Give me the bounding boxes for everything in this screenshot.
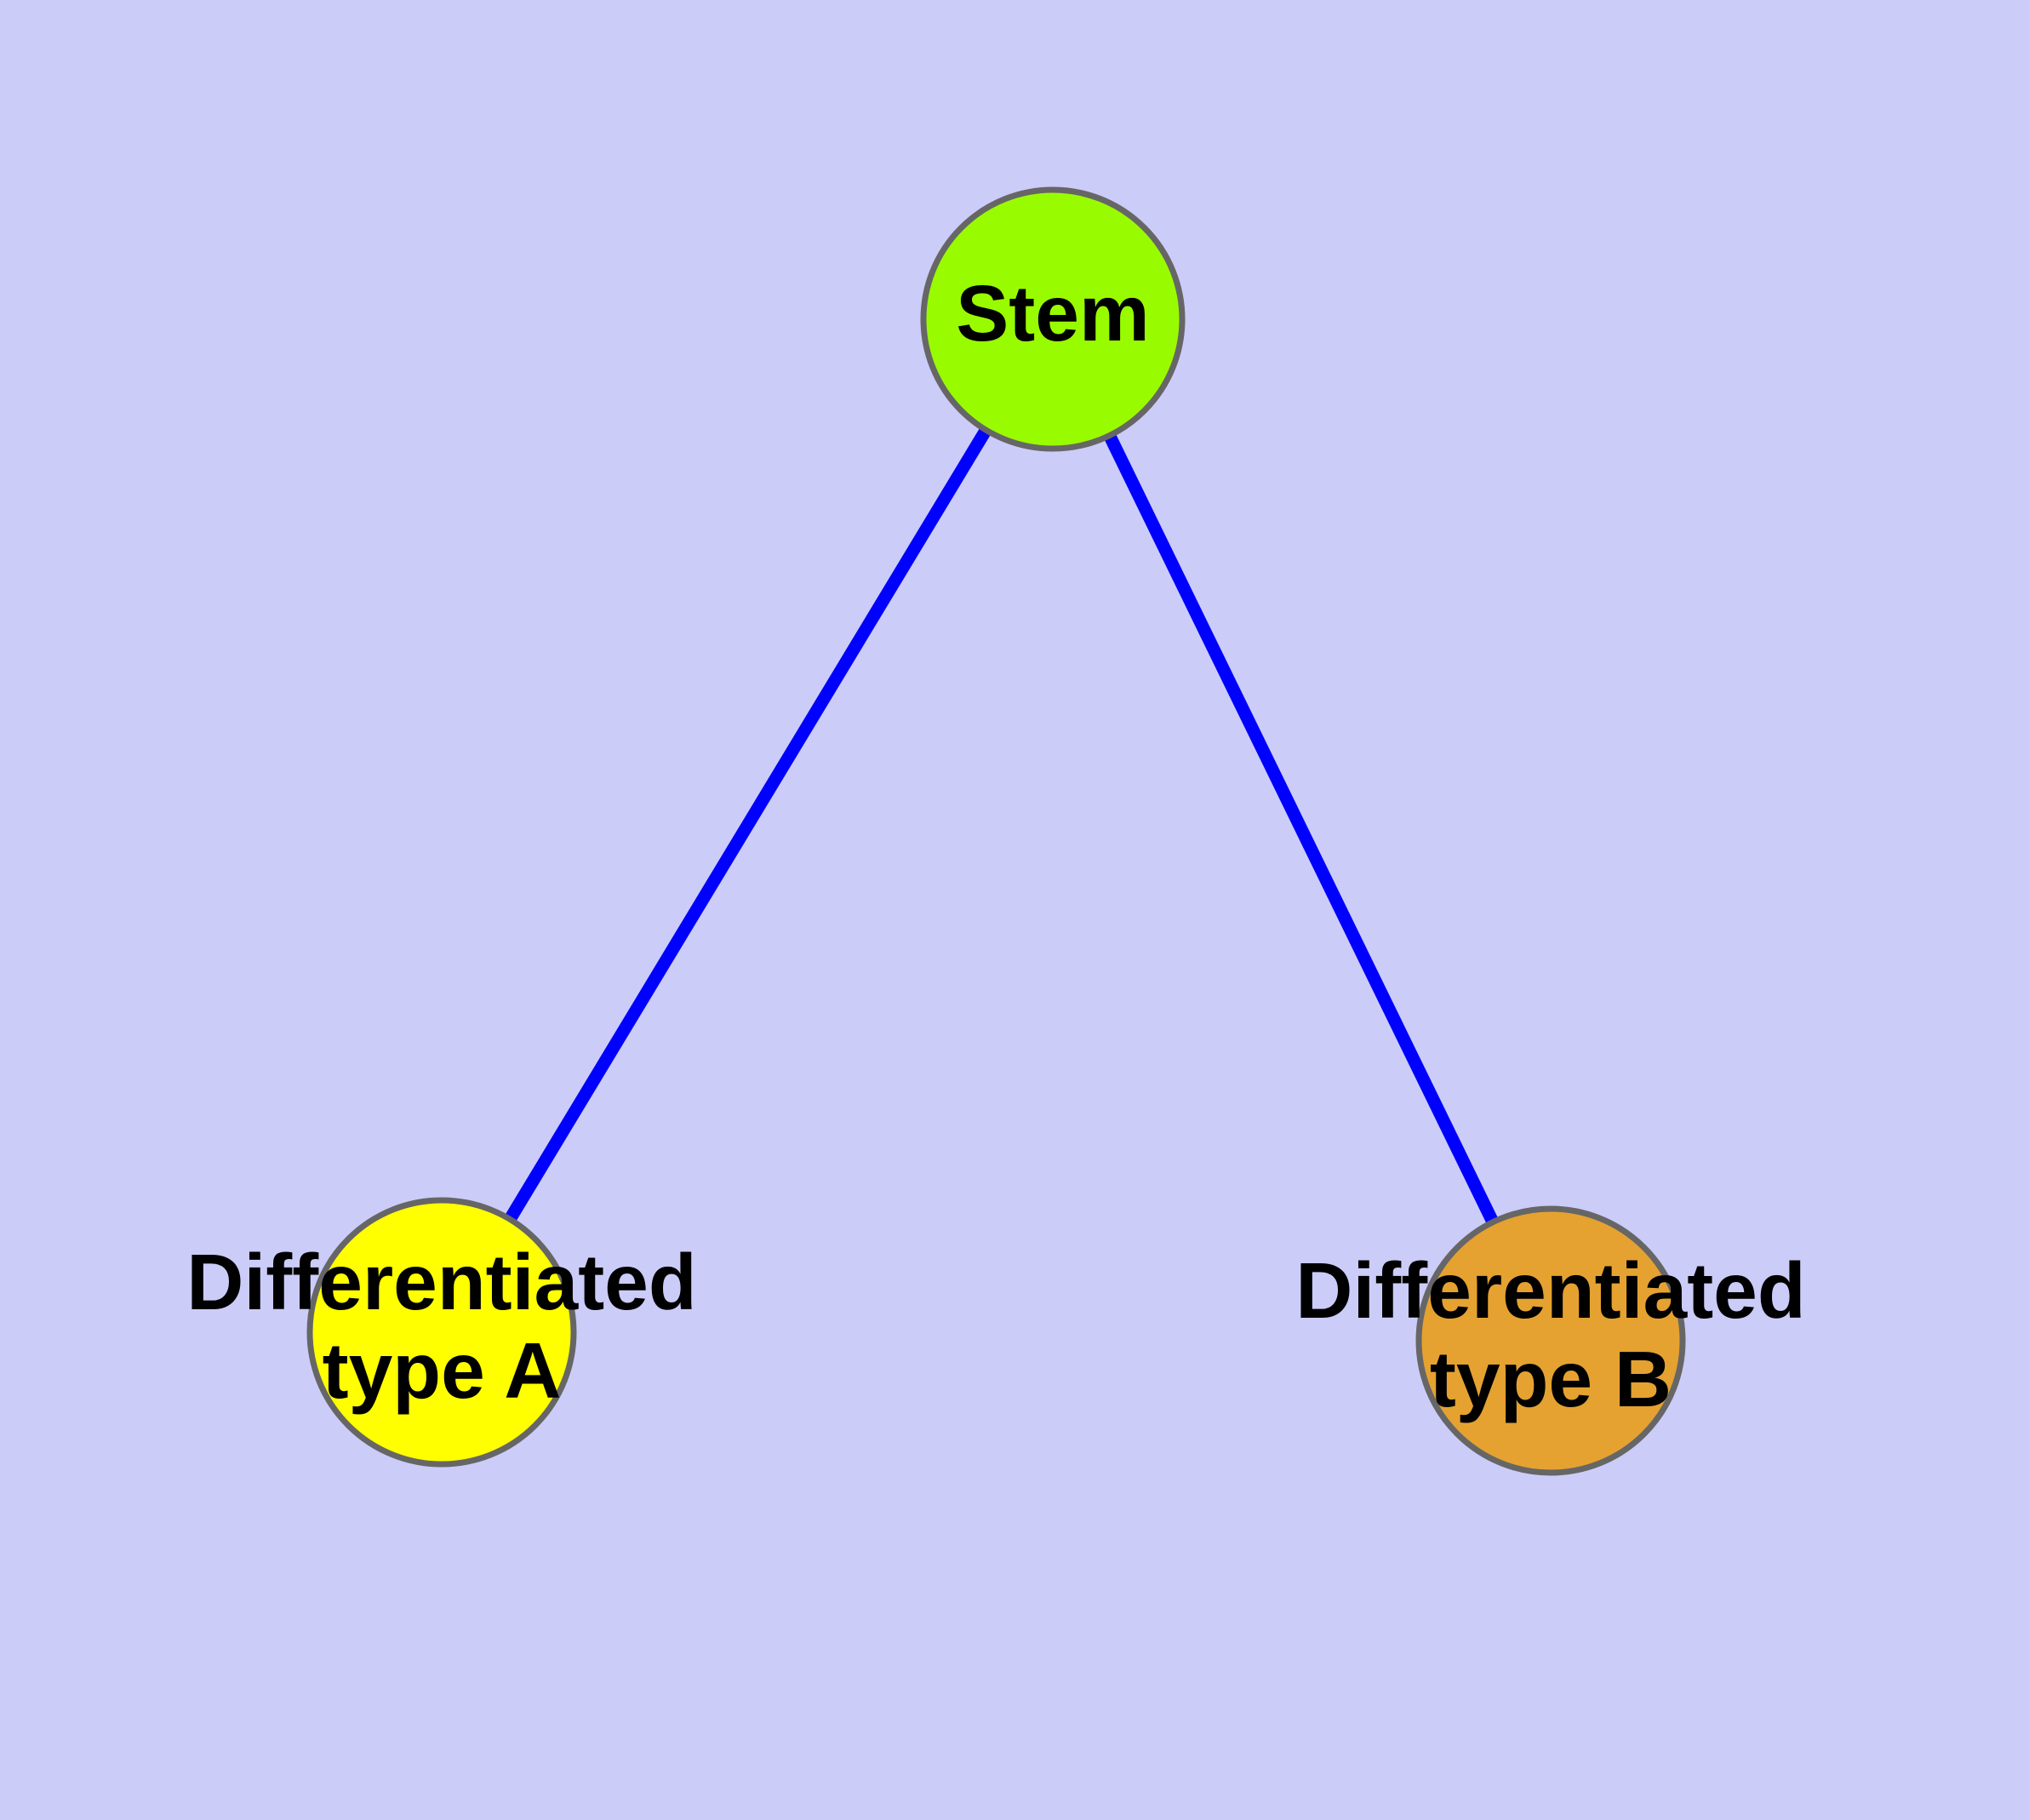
node-label-line: Differentiated (186, 1237, 696, 1325)
edges-layer (436, 316, 1557, 1344)
nodes-layer (306, 186, 1686, 1476)
node-label-line: type B (1430, 1335, 1672, 1423)
graph-edge[interactable] (1047, 316, 1557, 1344)
graph-edge[interactable] (436, 316, 1059, 1336)
node-label-line: type A (323, 1326, 562, 1415)
node-label-stem: Stem (956, 269, 1149, 358)
graph-node-stem[interactable] (920, 186, 1186, 452)
graph-node-diff_b[interactable] (1415, 1205, 1686, 1476)
node-label-line: Stem (956, 269, 1149, 358)
graph-node-diff_a[interactable] (306, 1197, 577, 1468)
node-label-line: Differentiated (1295, 1245, 1805, 1334)
